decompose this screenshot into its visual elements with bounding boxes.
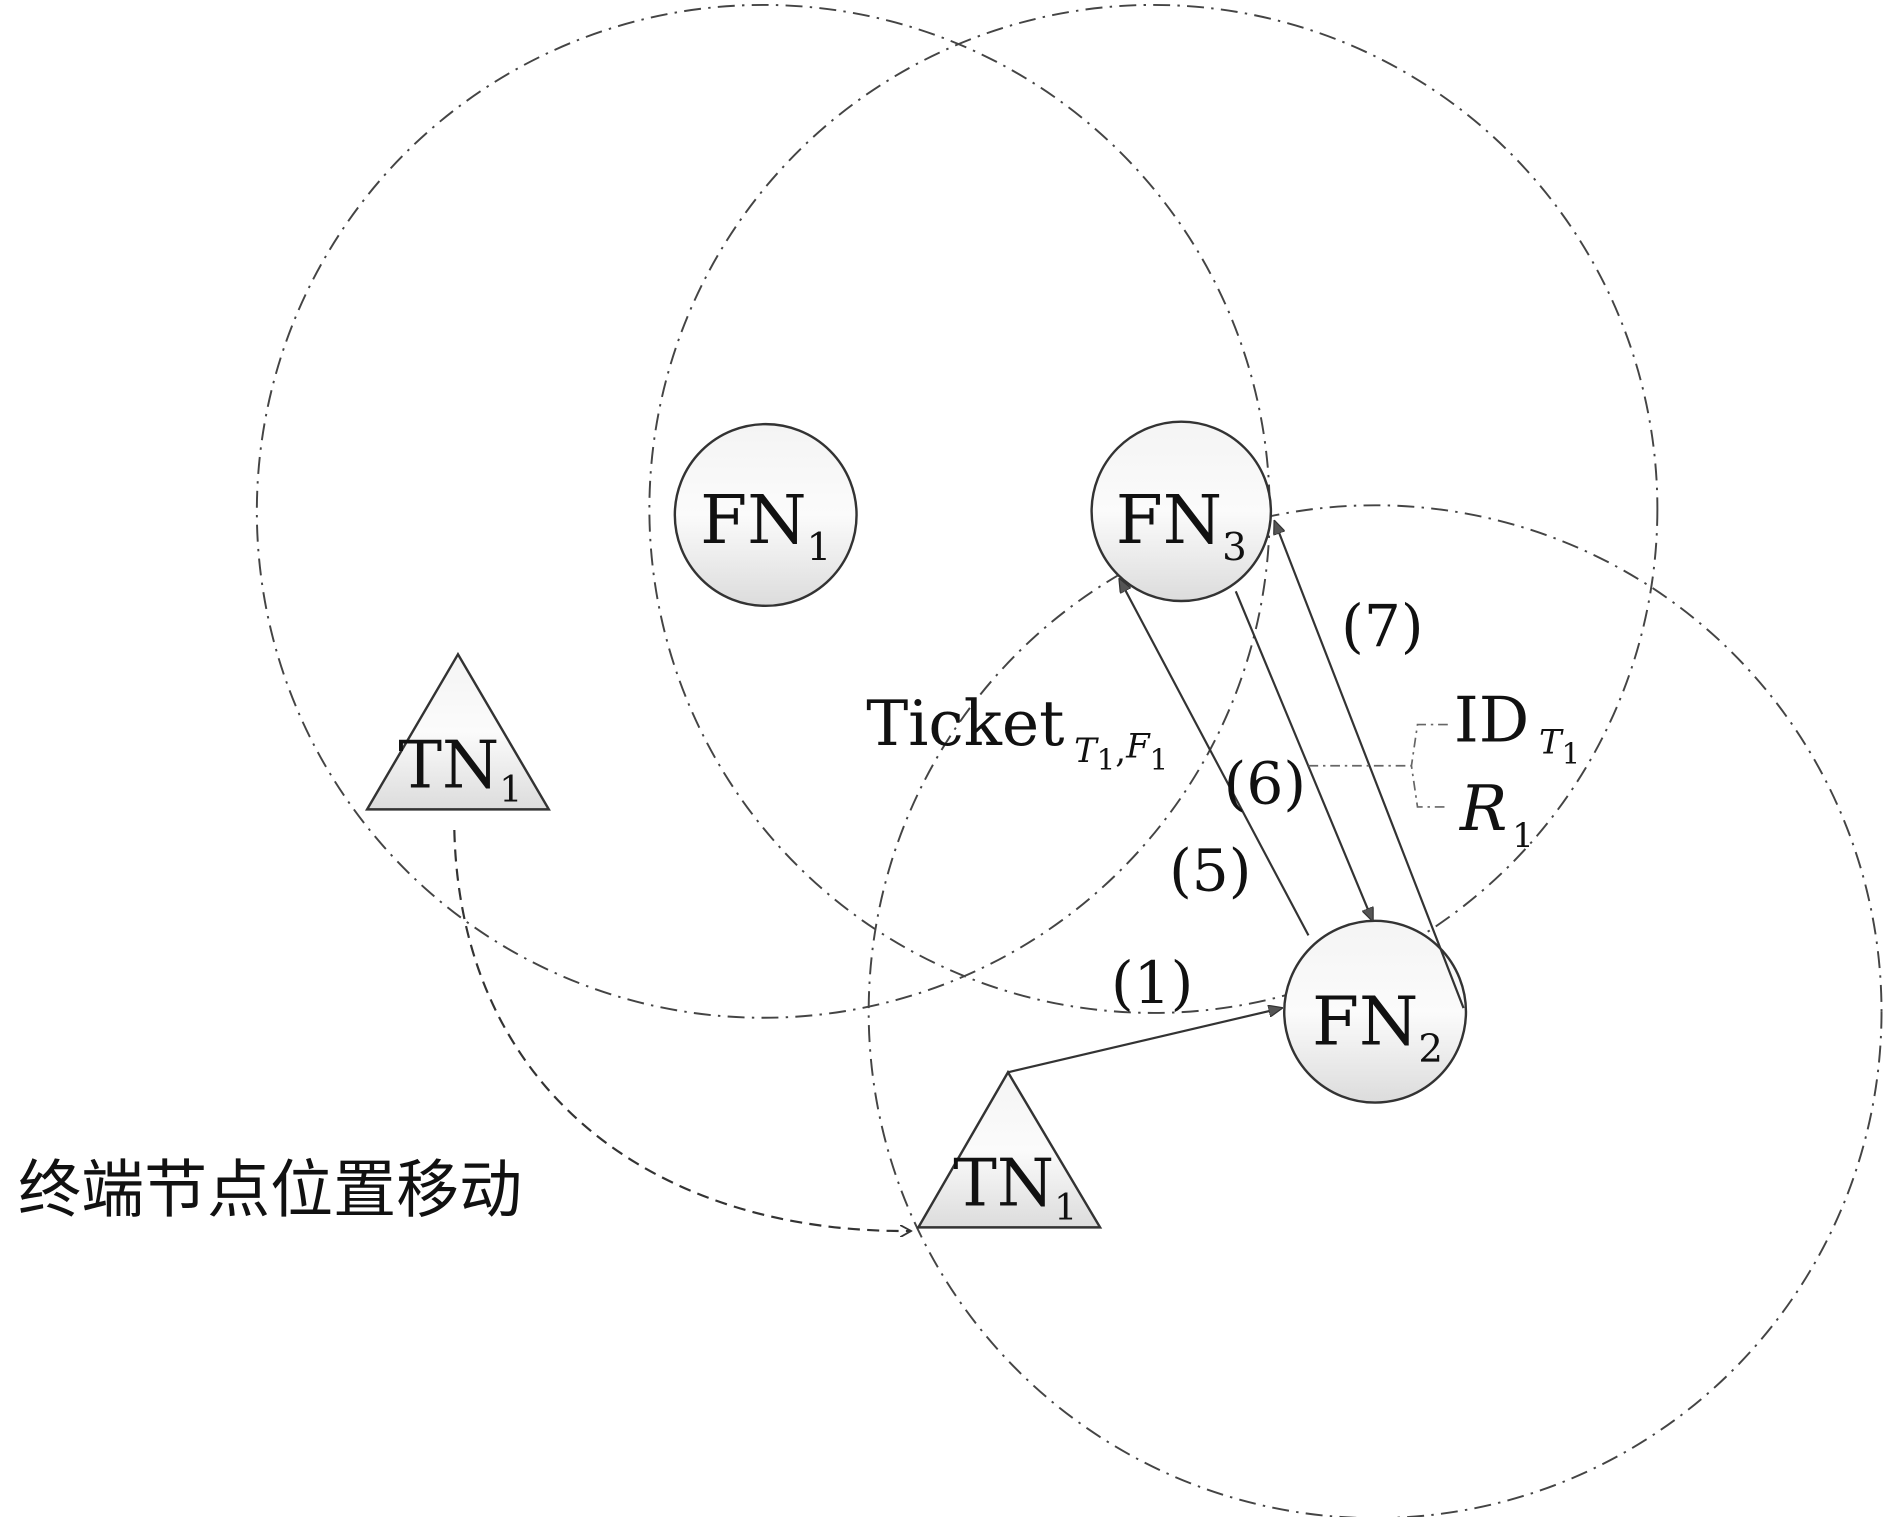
svg-text:FN1: FN1 (700, 480, 831, 570)
movement-path (453, 829, 911, 1231)
svg-text:FN2: FN2 (1312, 981, 1443, 1071)
arrow-step-7 (1275, 521, 1465, 1009)
svg-text:TN1: TN1 (953, 1146, 1077, 1230)
node-fn1: FN1 (673, 422, 858, 608)
arrow-step-5 (1119, 579, 1310, 936)
label-step-6: (6) (1224, 749, 1306, 817)
coverage-range-fn3 (648, 3, 1659, 1014)
svg-text:TN1: TN1 (398, 728, 522, 812)
node-fn3: FN3 (1090, 420, 1273, 603)
label-step-1: (1) (1111, 949, 1193, 1017)
node-tn1-moved: TN1 (916, 1069, 1103, 1230)
node-fn2: FN2 (1283, 919, 1468, 1104)
node-tn1-original: TN1 (364, 651, 551, 812)
arrow-step-1 (1007, 1008, 1282, 1074)
movement-label: 终端节点位置移动 (18, 1154, 522, 1227)
message-bracket (1308, 723, 1448, 808)
label-step-5: (5) (1169, 837, 1251, 905)
label-step-7: (7) (1341, 592, 1423, 660)
coverage-range-fn2 (867, 504, 1883, 1517)
svg-text:FN3: FN3 (1116, 480, 1247, 570)
arrow-step-6 (1234, 590, 1373, 921)
